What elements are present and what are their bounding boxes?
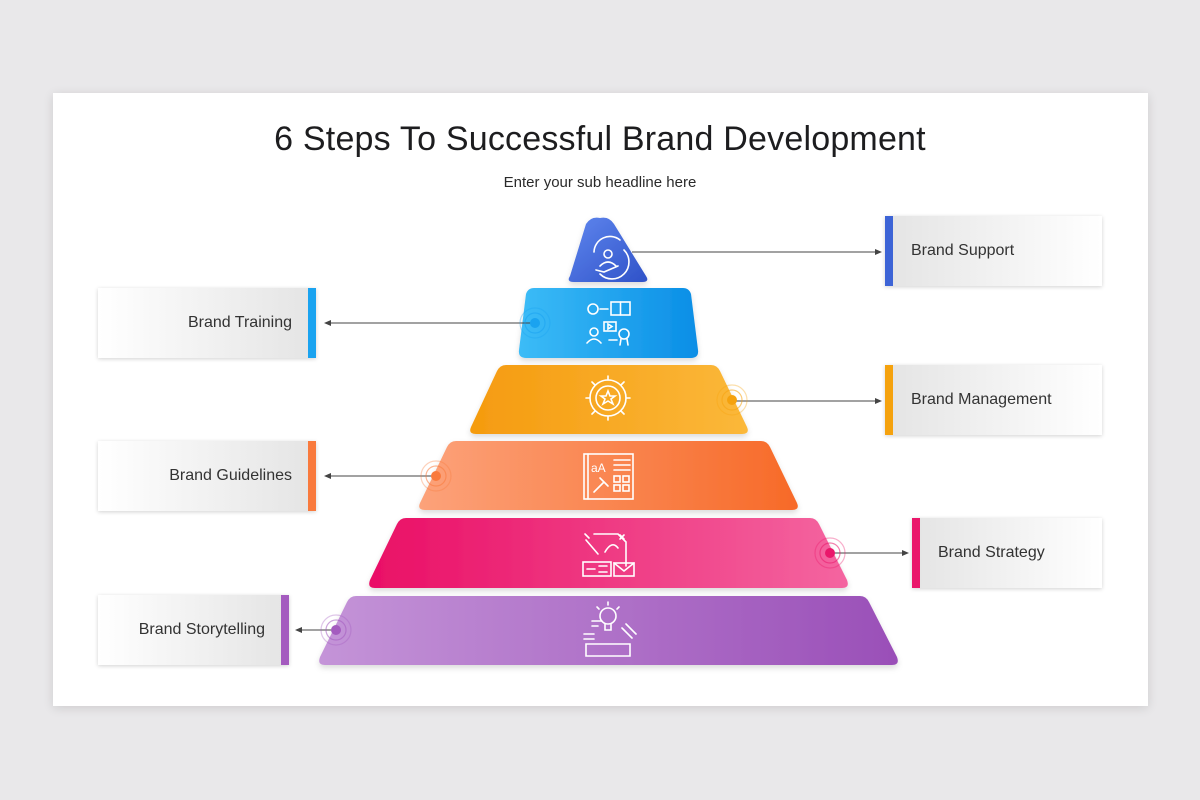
accent-bar-guidelines bbox=[308, 441, 316, 511]
marker-management bbox=[716, 384, 748, 416]
gear-star-icon bbox=[585, 375, 631, 421]
label-brand-training: Brand Training bbox=[98, 288, 316, 358]
accent-bar-training bbox=[308, 288, 316, 358]
tier-brand-management bbox=[470, 365, 748, 434]
connectors bbox=[295, 249, 909, 633]
label-brand-support: Brand Support bbox=[885, 216, 1102, 286]
label-text-management: Brand Management bbox=[911, 391, 1052, 408]
accent-bar-support bbox=[885, 216, 893, 286]
training-icon bbox=[586, 301, 631, 346]
label-brand-guidelines: Brand Guidelines bbox=[98, 441, 316, 511]
tier-brand-strategy bbox=[369, 518, 848, 588]
label-text-support: Brand Support bbox=[911, 242, 1015, 259]
label-brand-storytelling: Brand Storytelling bbox=[98, 595, 289, 665]
svg-text:aA: aA bbox=[591, 461, 606, 475]
label-brand-strategy: Brand Strategy bbox=[912, 518, 1102, 588]
label-text-training: Brand Training bbox=[187, 314, 292, 331]
slide-subtitle: Enter your sub headline here bbox=[503, 174, 697, 191]
label-brand-management: Brand Management bbox=[885, 365, 1102, 435]
slide-title: 6 Steps To Successful Brand Development bbox=[274, 120, 926, 158]
guidelines-book-icon: aA bbox=[583, 453, 634, 500]
marker-training bbox=[519, 307, 551, 339]
marker-guidelines bbox=[420, 460, 452, 492]
accent-bar-strategy bbox=[912, 518, 920, 588]
strategy-board-icon bbox=[582, 533, 635, 577]
accent-bar-management bbox=[885, 365, 893, 435]
marker-strategy bbox=[814, 537, 846, 569]
label-text-storytelling: Brand Storytelling bbox=[138, 621, 265, 638]
accent-bar-storytelling bbox=[281, 595, 289, 665]
label-text-strategy: Brand Strategy bbox=[938, 544, 1045, 561]
tier-brand-guidelines bbox=[419, 441, 798, 510]
idea-story-icon bbox=[583, 601, 637, 657]
label-text-guidelines: Brand Guidelines bbox=[169, 467, 292, 484]
support-cycle-icon bbox=[593, 235, 630, 280]
tier-brand-training bbox=[518, 288, 699, 358]
marker-storytelling bbox=[320, 614, 352, 646]
